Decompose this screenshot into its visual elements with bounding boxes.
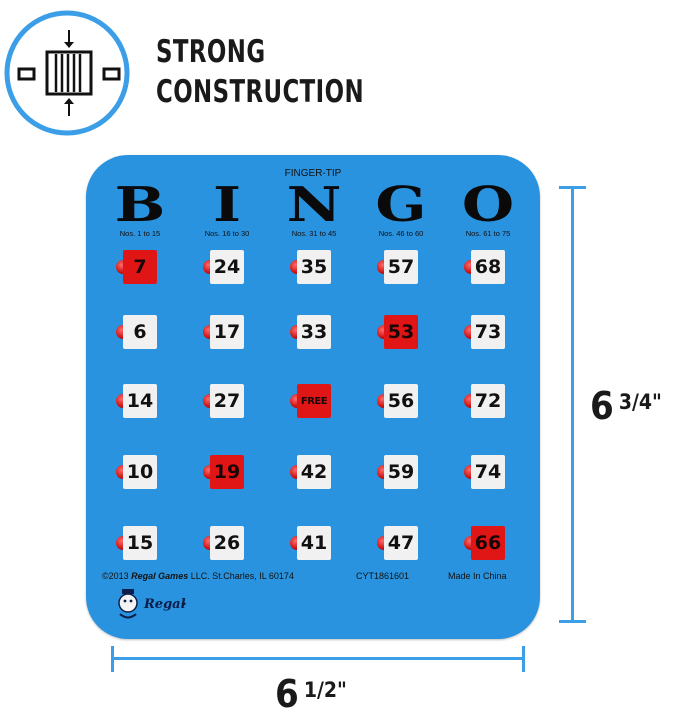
height-dimension-line (571, 188, 574, 622)
bingo-letter-o: O (461, 177, 515, 233)
number-window[interactable]: 68 (471, 250, 505, 284)
bingo-letter-g: G (375, 177, 427, 233)
compression-icon (4, 10, 130, 136)
svg-text:✦: ✦ (180, 599, 188, 609)
width-whole: 6 (275, 672, 299, 716)
width-label: 6 1/2" (275, 672, 347, 716)
company-address: LLC. St.Charles, IL 60174 (190, 571, 294, 581)
number-window[interactable]: 41 (297, 526, 331, 560)
bingo-letter-i: I (212, 177, 242, 233)
width-fraction: 1/2" (303, 678, 347, 702)
number-window[interactable]: 33 (297, 315, 331, 349)
width-tick-right (522, 646, 525, 672)
card-code: CYT1861601 (356, 571, 410, 581)
number-window[interactable]: 35 (297, 250, 331, 284)
column-note: Nos. 31 to 45 (291, 229, 337, 238)
number-window[interactable]: 57 (384, 250, 418, 284)
number-window[interactable]: 47 (384, 526, 418, 560)
height-label: 6 3/4" (590, 384, 662, 428)
number-window[interactable]: 74 (471, 455, 505, 489)
headline-line-2: CONSTRUCTION (156, 74, 364, 110)
number-window[interactable]: 73 (471, 315, 505, 349)
width-dimension-line (113, 657, 523, 660)
height-tick-top (559, 186, 586, 189)
number-window[interactable]: 17 (210, 315, 244, 349)
number-window[interactable]: 6 (123, 315, 157, 349)
number-window[interactable]: 59 (384, 455, 418, 489)
headline-line-1: STRONG (156, 34, 266, 70)
height-whole: 6 (590, 384, 614, 428)
column-note: Nos. 46 to 60 (378, 229, 424, 238)
logo-text: Regal (144, 597, 186, 612)
number-window[interactable]: 26 (210, 526, 244, 560)
number-window[interactable]: 72 (471, 384, 505, 418)
width-tick-left (111, 646, 114, 672)
bingo-letter-n: N (286, 177, 342, 233)
brand-name: Regal Games (131, 571, 189, 581)
card-subtitle: FINGER-TIP (284, 168, 342, 179)
column-note: Nos. 16 to 30 (204, 229, 250, 238)
column-note: Nos. 61 to 75 (465, 229, 511, 238)
regal-logo-icon: ✦ (118, 589, 188, 619)
headline: STRONG CONSTRUCTION (156, 32, 410, 112)
height-fraction: 3/4" (618, 390, 662, 414)
number-window[interactable]: 66 (471, 526, 505, 560)
free-space-window[interactable]: FREE (297, 384, 331, 418)
number-window[interactable]: 10 (123, 455, 157, 489)
number-window[interactable]: 15 (123, 526, 157, 560)
bingo-letter-b: B (114, 177, 166, 233)
number-window[interactable]: 56 (384, 384, 418, 418)
height-tick-bottom (559, 620, 586, 623)
number-window[interactable]: 14 (123, 384, 157, 418)
number-window[interactable]: 24 (210, 250, 244, 284)
number-window[interactable]: 53 (384, 315, 418, 349)
card-footer-copyright: ©2013 Regal Games LLC. St.Charles, IL 60… (102, 571, 294, 581)
number-window[interactable]: 27 (210, 384, 244, 418)
number-window[interactable]: 42 (297, 455, 331, 489)
copyright: ©2013 (102, 571, 129, 581)
number-window[interactable]: 19 (210, 455, 244, 489)
column-note: Nos. 1 to 15 (119, 229, 161, 238)
made-in: Made In China (448, 571, 507, 581)
number-window[interactable]: 7 (123, 250, 157, 284)
